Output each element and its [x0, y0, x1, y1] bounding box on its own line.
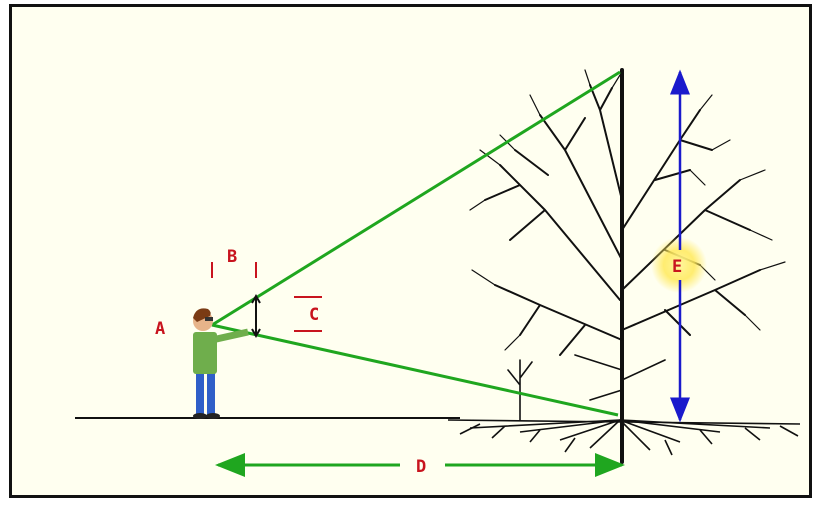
tree	[469, 68, 786, 464]
label-e: E	[672, 257, 682, 277]
label-d: D	[416, 457, 426, 477]
label-b-marker	[211, 262, 257, 278]
sight-line-bottom	[211, 323, 619, 417]
sight-line-top	[211, 70, 621, 327]
sight-lines	[211, 70, 621, 417]
label-c-marker	[294, 296, 322, 332]
label-a: A	[155, 319, 165, 339]
label-b: B	[227, 247, 237, 267]
label-c: C	[309, 305, 319, 325]
label-e-highlight	[651, 237, 707, 293]
person-observer	[193, 308, 249, 419]
measuring-stick	[251, 293, 261, 339]
